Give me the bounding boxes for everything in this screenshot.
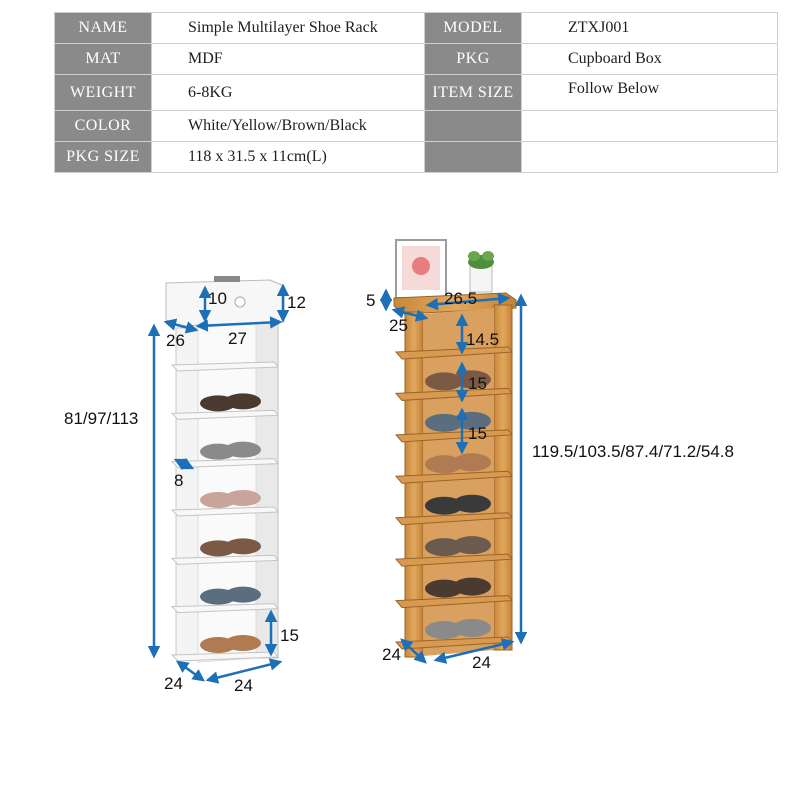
dim-line-base-depth bbox=[400, 638, 427, 664]
table-row: WEIGHT 6-8KG ITEM SIZE Follow Below bbox=[54, 74, 778, 111]
dim-total-height: 119.5/103.5/87.4/71.2/54.8 bbox=[532, 442, 734, 461]
drawer-slot bbox=[214, 276, 240, 282]
shelf bbox=[170, 554, 280, 565]
dim-gap-1: 14.5 bbox=[466, 330, 499, 349]
dim-line-top-depth bbox=[163, 318, 199, 334]
spec-value: Cupboard Box bbox=[521, 43, 778, 75]
shoe bbox=[425, 496, 463, 515]
spec-value bbox=[521, 141, 778, 173]
spec-label bbox=[424, 110, 522, 142]
shoe bbox=[425, 413, 463, 432]
spec-value: ZTXJ001 bbox=[521, 12, 778, 44]
shoe bbox=[453, 577, 491, 596]
dim-line-base-width bbox=[433, 638, 515, 664]
dim-drawer-height: 10 bbox=[208, 289, 227, 308]
shoe bbox=[425, 579, 463, 598]
dim-base-width: 24 bbox=[234, 676, 253, 695]
white-shoe-rack bbox=[165, 276, 285, 663]
spec-label: MAT bbox=[54, 43, 152, 75]
shoe bbox=[453, 453, 491, 472]
dim-bottom-gap: 15 bbox=[280, 626, 299, 645]
table-row: COLOR White/Yellow/Brown/Black bbox=[54, 110, 778, 142]
shoe bbox=[225, 441, 261, 458]
shoe bbox=[453, 619, 491, 637]
shelf bbox=[394, 553, 513, 567]
spec-value: MDF bbox=[151, 43, 425, 75]
shoe bbox=[453, 536, 491, 555]
shoe bbox=[453, 494, 491, 513]
white-rack-dimension-labels: 10 12 26 27 81/97/113 8 15 24 24 bbox=[64, 289, 306, 695]
spec-value: 6-8KG bbox=[151, 74, 425, 111]
dim-drawer-depth: 12 bbox=[287, 293, 306, 312]
table-row: PKG SIZE 118 x 31.5 x 11cm(L) bbox=[54, 141, 778, 173]
shoe bbox=[225, 538, 261, 555]
shoe bbox=[225, 635, 261, 651]
dim-line-shelf-gap bbox=[173, 457, 195, 471]
dim-tray-height: 5 bbox=[366, 291, 375, 310]
spec-label bbox=[424, 141, 522, 173]
dim-base-depth: 24 bbox=[382, 645, 401, 664]
drawer-knob bbox=[234, 296, 246, 308]
wood-rack-dimension-labels: 5 26.5 25 14.5 15 15 119.5/103.5/87.4/71… bbox=[366, 289, 734, 672]
shelf bbox=[394, 470, 513, 484]
spec-value: Follow Below bbox=[521, 74, 778, 111]
white-rack-dimension-lines bbox=[147, 283, 290, 684]
shoe bbox=[225, 586, 261, 603]
dim-shelf-gap: 8 bbox=[174, 471, 183, 490]
spec-value: 118 x 31.5 x 11cm(L) bbox=[151, 141, 425, 173]
dim-tray-width: 26.5 bbox=[444, 289, 477, 308]
shelf bbox=[394, 346, 513, 360]
dim-tray-depth: 25 bbox=[389, 316, 408, 335]
dim-gap-2: 15 bbox=[468, 374, 487, 393]
dim-gap-3: 15 bbox=[468, 424, 487, 443]
shoe bbox=[425, 372, 463, 391]
wood-rack-dimension-lines bbox=[379, 288, 528, 664]
shoe bbox=[425, 455, 463, 474]
spec-label: PKG SIZE bbox=[54, 141, 152, 173]
shelf bbox=[394, 595, 513, 609]
spec-label: COLOR bbox=[54, 110, 152, 142]
spec-value: White/Yellow/Brown/Black bbox=[151, 110, 425, 142]
dim-line-base-width bbox=[205, 658, 283, 684]
dim-total-height: 81/97/113 bbox=[64, 409, 138, 428]
shelf bbox=[170, 651, 280, 662]
picture-figure bbox=[412, 257, 430, 275]
dim-base-width: 24 bbox=[472, 653, 491, 672]
table-row: MAT MDF PKG Cupboard Box bbox=[54, 43, 778, 75]
dim-top-width: 27 bbox=[228, 329, 247, 348]
spec-label: NAME bbox=[54, 12, 152, 44]
shelf bbox=[394, 512, 513, 526]
dim-base-depth: 24 bbox=[164, 674, 183, 693]
spec-label: PKG bbox=[424, 43, 522, 75]
shoe bbox=[225, 490, 261, 506]
shelf bbox=[394, 387, 513, 401]
dim-line-base-depth bbox=[175, 660, 206, 682]
shoe bbox=[425, 538, 463, 557]
dim-line-tray-width bbox=[425, 292, 511, 311]
shelf bbox=[170, 409, 280, 420]
white-shelves bbox=[170, 361, 280, 662]
shoe bbox=[225, 393, 261, 410]
table-row: NAME Simple Multilayer Shoe Rack MODEL Z… bbox=[54, 12, 778, 44]
spec-label: WEIGHT bbox=[54, 74, 152, 111]
shelf bbox=[394, 429, 513, 443]
spec-table: NAME Simple Multilayer Shoe Rack MODEL Z… bbox=[54, 12, 778, 173]
shelf bbox=[170, 506, 280, 517]
shelf bbox=[170, 361, 280, 372]
spec-label: ITEM SIZE bbox=[424, 74, 522, 111]
shelf bbox=[170, 603, 280, 614]
dim-line-top-width bbox=[195, 316, 283, 332]
dim-line-tray-depth bbox=[391, 306, 429, 322]
dim-top-depth: 26 bbox=[166, 331, 185, 350]
white-shoes bbox=[200, 393, 261, 653]
shoe bbox=[425, 621, 463, 639]
spec-value bbox=[521, 110, 778, 142]
